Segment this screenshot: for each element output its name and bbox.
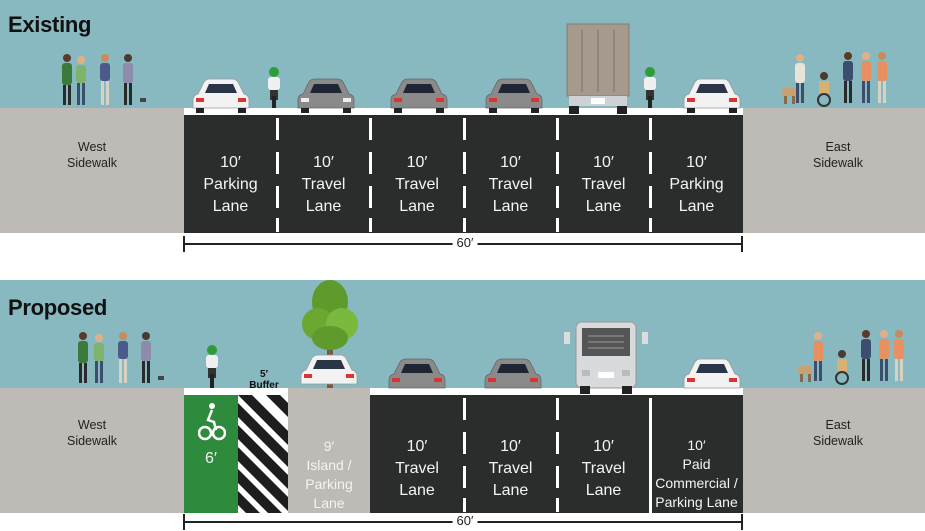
pedestrian-icon <box>798 330 904 385</box>
car-icon <box>388 358 446 389</box>
proposed-lane-4-label: 10′ Paid Commercial / Parking Lane <box>655 437 738 510</box>
cyclist-icon <box>206 345 218 388</box>
proposed-east-sidewalk-label: East Sidewalk <box>812 418 864 448</box>
car-icon <box>300 354 358 385</box>
proposed-lane-2-label: 10′ Travel Lane <box>488 438 533 499</box>
existing-lane-4-label: 10′ Travel Lane <box>488 154 533 215</box>
tree-icon <box>302 280 358 388</box>
proposed-dim-tick-right <box>741 514 743 530</box>
proposed-lane-1-label: 10′ Travel Lane <box>395 438 439 499</box>
pedestrian-icon <box>78 332 164 383</box>
proposed-west-sidewalk <box>0 388 184 513</box>
car-icon <box>484 358 542 389</box>
existing-west-sidewalk-label: West Sidewalk <box>66 140 118 170</box>
car-icon <box>683 78 741 113</box>
existing-east-sidewalk <box>743 108 925 233</box>
cyclist-icon <box>268 67 280 108</box>
cyclist-icon <box>644 67 656 108</box>
existing-east-sidewalk-label: East Sidewalk <box>812 140 864 170</box>
proposed-island-label: 9′ Island / Parking Lane <box>305 438 353 511</box>
proposed-total-width: 60′ <box>452 513 478 528</box>
car-icon <box>297 78 355 113</box>
pedestrian-icon <box>62 54 146 105</box>
existing-lane-5-label: 10′ Travel Lane <box>581 154 626 215</box>
car-icon <box>390 78 448 113</box>
existing-lane-3-label: 10′ Travel Lane <box>395 154 439 215</box>
proposed-lane-3-label: 10′ Travel Lane <box>581 438 626 499</box>
proposed-buffer-label: 5′ Buffer <box>249 369 279 391</box>
existing-lane-2-label: 10′ Travel Lane <box>301 154 346 215</box>
bus-icon <box>564 321 648 394</box>
truck-icon <box>566 23 630 114</box>
proposed-east-sidewalk <box>743 388 925 513</box>
car-icon <box>192 78 250 113</box>
proposed-bike-lane-width: 6′ <box>205 450 217 467</box>
car-icon <box>485 78 543 113</box>
proposed-sky <box>0 280 925 388</box>
existing-dim-tick-right <box>741 236 743 252</box>
bicycle-symbol-icon <box>198 403 226 441</box>
existing-title: Existing <box>8 12 92 37</box>
proposed-buffer-hatch <box>238 395 288 513</box>
proposed-island <box>288 388 370 513</box>
car-icon <box>683 358 741 389</box>
existing-sky <box>0 0 925 108</box>
existing-total-width: 60′ <box>452 235 478 250</box>
existing-lane-6-label: 10′ Parking Lane <box>669 154 724 215</box>
proposed-title: Proposed <box>8 295 108 320</box>
existing-west-sidewalk <box>0 108 184 233</box>
pedestrian-icon <box>782 52 887 107</box>
proposed-west-sidewalk-label: West Sidewalk <box>66 418 118 448</box>
existing-lane-1-label: 10′ Parking Lane <box>203 154 258 215</box>
